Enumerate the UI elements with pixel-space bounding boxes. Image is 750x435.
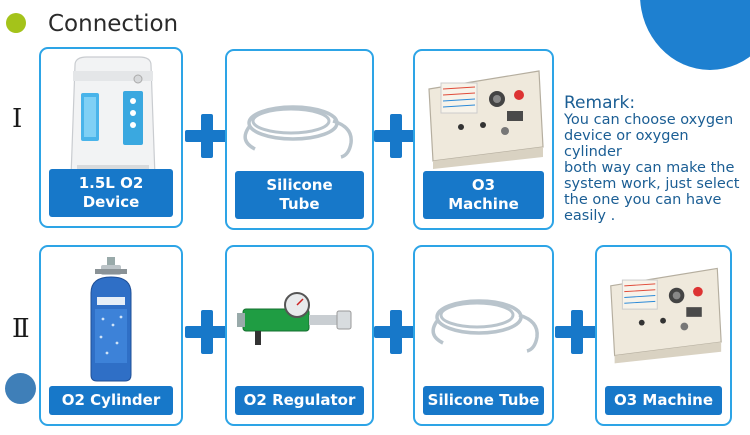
label-o2-cylinder: O2 Cylinder bbox=[49, 386, 173, 415]
remark-note: Remark: You can choose oxygen device or … bbox=[564, 94, 750, 224]
plus-icon bbox=[185, 114, 229, 158]
remark-line: device or oxygen cylinder bbox=[564, 128, 689, 160]
remark-title: Remark: bbox=[564, 93, 636, 113]
green-bullet-dot bbox=[6, 13, 26, 33]
card-silicone-tube-row1: Silicone Tube bbox=[225, 49, 374, 230]
remark-line: easily . bbox=[564, 208, 616, 224]
label-line: Tube bbox=[279, 195, 320, 213]
row-numeral-1: Ⅰ bbox=[12, 104, 23, 134]
silicone-tube-image bbox=[431, 299, 539, 353]
ozone-machine-image bbox=[428, 70, 544, 169]
ozone-machine-image bbox=[610, 267, 722, 364]
label-line: Machine bbox=[448, 195, 519, 213]
remark-line: system work, just select bbox=[564, 176, 740, 192]
label-silicone-tube-row2: Silicone Tube bbox=[423, 386, 544, 415]
card-o3-machine-row2: O3 Machine bbox=[595, 245, 732, 426]
oxygen-cylinder-image bbox=[90, 257, 132, 382]
label-o2-regulator: O2 Regulator bbox=[235, 386, 364, 415]
card-o2-device: 1.5L O2 Device bbox=[39, 47, 183, 228]
plus-icon bbox=[185, 310, 229, 354]
label-o2-device: 1.5L O2 Device bbox=[49, 169, 173, 217]
corner-decoration bbox=[640, 0, 750, 70]
plus-icon bbox=[555, 310, 599, 354]
remark-line: You can choose oxygen bbox=[564, 112, 734, 128]
card-o2-cylinder: O2 Cylinder bbox=[39, 245, 183, 426]
plus-icon bbox=[374, 114, 418, 158]
card-o3-machine-row1: O3 Machine bbox=[413, 49, 554, 230]
page-title: Connection bbox=[48, 11, 179, 37]
remark-line: the one you can have bbox=[564, 192, 722, 208]
row-numeral-2: Ⅱ bbox=[12, 314, 30, 344]
oxygen-regulator-image bbox=[237, 292, 352, 345]
label-o3-machine-row1: O3 Machine bbox=[423, 171, 544, 219]
card-o2-regulator: O2 Regulator bbox=[225, 245, 374, 426]
card-silicone-tube-row2: Silicone Tube bbox=[413, 245, 554, 426]
label-line: O3 bbox=[471, 176, 496, 194]
plus-icon bbox=[374, 310, 418, 354]
remark-line: both way can make the bbox=[564, 160, 735, 176]
label-silicone-tube-row1: Silicone Tube bbox=[235, 171, 364, 219]
silicone-tube-image bbox=[243, 105, 353, 159]
label-o3-machine-row2: O3 Machine bbox=[605, 386, 722, 415]
blue-bullet-dot bbox=[5, 373, 36, 404]
label-line: Silicone bbox=[266, 176, 333, 194]
